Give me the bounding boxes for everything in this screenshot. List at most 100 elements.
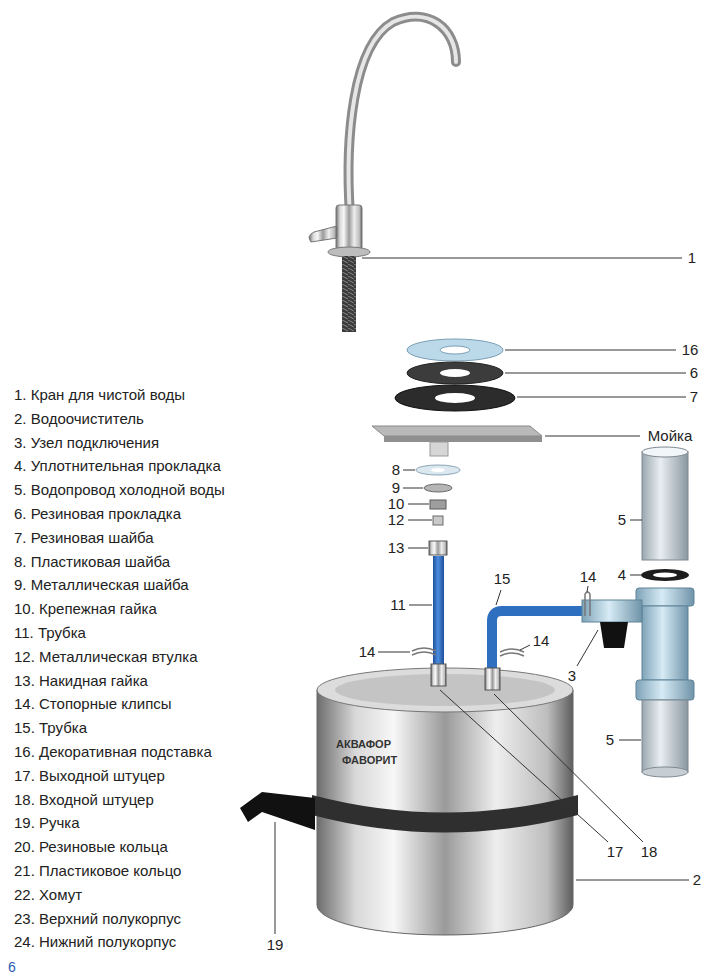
- part-list-item: 4. Уплотнительная прокладка: [14, 458, 221, 475]
- leader-lines: [275, 258, 689, 934]
- washer-hole: [431, 468, 445, 472]
- faucet-base: [328, 247, 370, 257]
- part-list-item: 3. Узел подключения: [14, 434, 159, 451]
- washer-hole: [435, 393, 475, 403]
- union-nut: [429, 541, 447, 555]
- metal-washer: [424, 484, 452, 492]
- callout-number: 7: [690, 389, 698, 406]
- leader-line: [630, 575, 641, 576]
- leader-line: [577, 630, 598, 666]
- part-list-item: 17. Выходной штуцер: [14, 768, 165, 785]
- leader-line: [408, 548, 428, 549]
- callout-number: 9: [392, 480, 400, 497]
- washer-hole: [440, 369, 470, 377]
- callout-number: 8: [392, 462, 400, 479]
- decorative-stand: [407, 339, 503, 361]
- leader-line: [494, 694, 643, 842]
- callout-number: 5: [606, 732, 614, 749]
- part-list-item: 8. Пластиковая шайба: [14, 553, 170, 570]
- part-list-item: 5. Водопровод холодной воды: [14, 482, 225, 499]
- part-list-item: 20. Резиновые кольца: [14, 839, 168, 856]
- leader-line: [576, 880, 689, 881]
- purifier-handle: [240, 792, 315, 830]
- locking-clips: [412, 592, 590, 656]
- gasket-hole: [653, 573, 677, 578]
- leader-line: [505, 350, 676, 351]
- leader-line: [378, 652, 410, 653]
- part-list-item: 11. Трубка: [14, 625, 86, 642]
- callout-number: 18: [641, 844, 658, 861]
- metal-sleeve: [433, 516, 443, 525]
- water-purifier: [240, 664, 578, 935]
- inlet-fitting: [485, 668, 500, 690]
- callout-number: 14: [533, 633, 550, 650]
- callout-number: 11: [390, 597, 406, 614]
- part-list-item: 23. Верхний полукорпус: [14, 910, 181, 927]
- faucet-spout-highlight: [349, 17, 456, 215]
- sealing-gasket: [641, 569, 689, 581]
- locking-clip: [585, 592, 590, 616]
- rubber-gasket: [407, 362, 503, 384]
- faucet: [309, 17, 456, 332]
- fitting-nut: [636, 588, 694, 606]
- leader-line: [505, 373, 686, 374]
- callout-number: 13: [388, 540, 405, 557]
- part-list-item: 15. Трубка: [14, 720, 87, 737]
- cold-water-pipe: [642, 700, 688, 772]
- leader-line: [408, 520, 432, 521]
- callout-number: 6: [690, 365, 698, 382]
- leader-line: [619, 740, 641, 741]
- tube: [492, 611, 582, 668]
- sink-top: [372, 426, 542, 436]
- callout-number: 3: [568, 668, 576, 685]
- callout-number: 1: [688, 250, 696, 267]
- callout-number: 10: [388, 496, 405, 513]
- sink-label: Мойка: [648, 428, 693, 445]
- valve-handle: [600, 622, 628, 648]
- cold-water-pipe: [642, 452, 688, 560]
- plastic-washer: [416, 465, 460, 475]
- leader-line: [409, 605, 432, 606]
- part-list-item: 9. Металлическая шайба: [14, 577, 189, 594]
- locking-clip: [412, 648, 436, 655]
- tee-arm: [582, 600, 642, 622]
- outlet-fitting: [431, 664, 446, 686]
- part-list-item: 10. Крепежная гайка: [14, 601, 157, 618]
- leader-line: [630, 520, 642, 521]
- leader-line: [587, 586, 588, 592]
- callout-number: 12: [388, 512, 405, 529]
- pipe-end: [642, 767, 688, 777]
- part-list-item: 12. Металлическая втулка: [14, 649, 197, 666]
- callout-number: 16: [682, 342, 699, 359]
- clamp-band: [312, 795, 578, 833]
- connection-unit: [582, 447, 694, 777]
- leader-line: [403, 470, 415, 471]
- part-list-item: 7. Резиновая шайба: [14, 530, 154, 547]
- faucet-handle: [309, 226, 337, 242]
- callout-number: 2: [693, 872, 701, 889]
- sink-edge: [384, 436, 542, 442]
- part-list-item: 14. Стопорные клипсы: [14, 696, 172, 713]
- leader-line: [403, 488, 423, 489]
- part-list-item: 22. Хомут: [14, 887, 82, 904]
- faucet-spout: [349, 17, 456, 215]
- part-list-item: 13. Накидная гайка: [14, 672, 148, 689]
- pipe-end: [642, 447, 688, 457]
- callout-number: 4: [618, 567, 626, 584]
- part-list-item: 19. Ручка: [14, 815, 80, 832]
- part-list-item: 1. Кран для чистой воды: [14, 387, 185, 404]
- leader-line: [496, 590, 501, 605]
- callout-number: 15: [494, 571, 511, 588]
- washers: [395, 339, 515, 411]
- part-list-item: 21. Пластиковое кольцо: [14, 863, 181, 880]
- part-list-item: 18. Входной штуцер: [14, 791, 154, 808]
- leader-line: [408, 504, 429, 505]
- leader-line: [275, 822, 276, 934]
- sink-hole: [430, 442, 448, 456]
- part-list-item: 24. Нижний полукорпус: [14, 934, 176, 951]
- fasteners: [416, 465, 460, 555]
- page-number: 6: [8, 960, 16, 975]
- brand-text: ФАВОРИТ: [342, 754, 397, 766]
- washer-hole: [440, 346, 470, 354]
- part-list-item: 2. Водоочиститель: [14, 411, 144, 428]
